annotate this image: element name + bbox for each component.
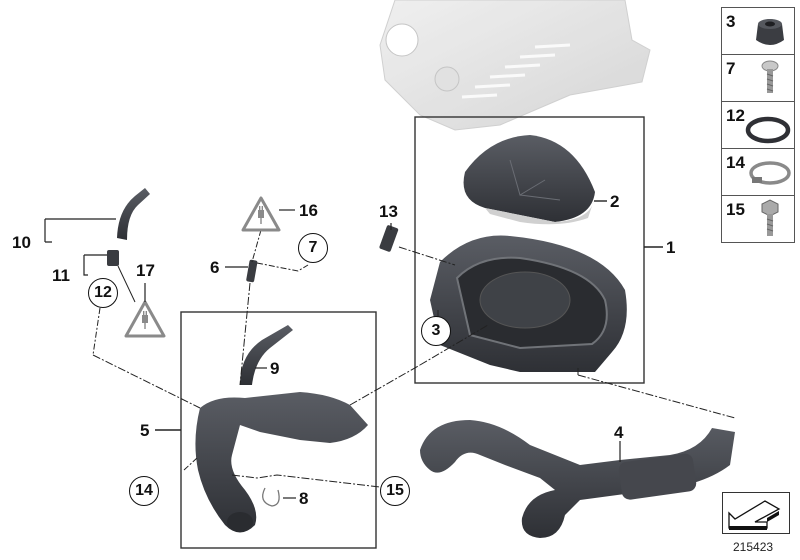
callout-11: 11	[52, 266, 70, 285]
callout-16: 16	[299, 201, 318, 220]
part-4-air-duct	[420, 420, 735, 538]
plug-icon	[142, 311, 148, 329]
callout-5: 5	[140, 421, 150, 440]
assembly-1-box	[414, 116, 645, 384]
callout-4: 4	[614, 423, 624, 442]
diagram-id: 215423	[733, 540, 774, 554]
legend-item-screw: 7	[721, 54, 795, 101]
part-1-filter-housing	[430, 235, 627, 372]
callout-2: 2	[610, 192, 620, 211]
part-8-wire-clip	[262, 487, 280, 507]
callout-8: 8	[299, 489, 309, 508]
part-5-intake-pipe	[195, 392, 368, 533]
legend-item-o-ring: 12	[721, 101, 795, 148]
part-6-sensor	[246, 259, 258, 283]
callout-10: 10	[12, 233, 31, 252]
screw-icon	[761, 60, 779, 93]
warning-triangle-16	[241, 196, 281, 232]
callout-12-circled: 12	[88, 278, 118, 308]
part-11-connector	[107, 250, 119, 266]
callout-3-circled: 3	[421, 316, 451, 346]
callout-1: 1	[666, 238, 676, 257]
arrow-direction-icon	[728, 500, 781, 530]
part-13-clip	[379, 225, 399, 252]
legend-num: 3	[726, 12, 736, 31]
warning-triangle-17	[124, 300, 166, 338]
legend-item-hex-bolt: 15	[721, 195, 795, 243]
legend-num: 14	[726, 153, 745, 172]
part-10-hose	[117, 188, 150, 240]
small-parts-legend: 3 7 12 14 15	[721, 7, 795, 243]
hose-clamp-icon	[749, 161, 791, 185]
callout-6: 6	[210, 258, 220, 277]
o-ring-icon	[745, 116, 791, 144]
legend-num: 7	[726, 59, 736, 78]
grommet-icon	[756, 19, 784, 45]
callout-13: 13	[379, 202, 398, 221]
legend-num: 15	[726, 200, 745, 219]
callout-17: 17	[136, 261, 155, 280]
legend-item-hose-clamp: 14	[721, 148, 795, 195]
orientation-box	[722, 492, 790, 534]
callout-7-circled: 7	[298, 233, 328, 263]
plug-icon	[258, 206, 264, 224]
hex-bolt-icon	[761, 199, 779, 236]
engine-cover	[379, 0, 651, 131]
part-9-hose	[240, 325, 293, 385]
legend-item-grommet: 3	[721, 7, 795, 54]
callout-9: 9	[270, 359, 280, 378]
callout-14-circled: 14	[129, 476, 159, 506]
legend-num: 12	[726, 106, 745, 125]
part-2-filter-cover	[463, 135, 595, 225]
callout-15-circled: 15	[380, 476, 410, 506]
